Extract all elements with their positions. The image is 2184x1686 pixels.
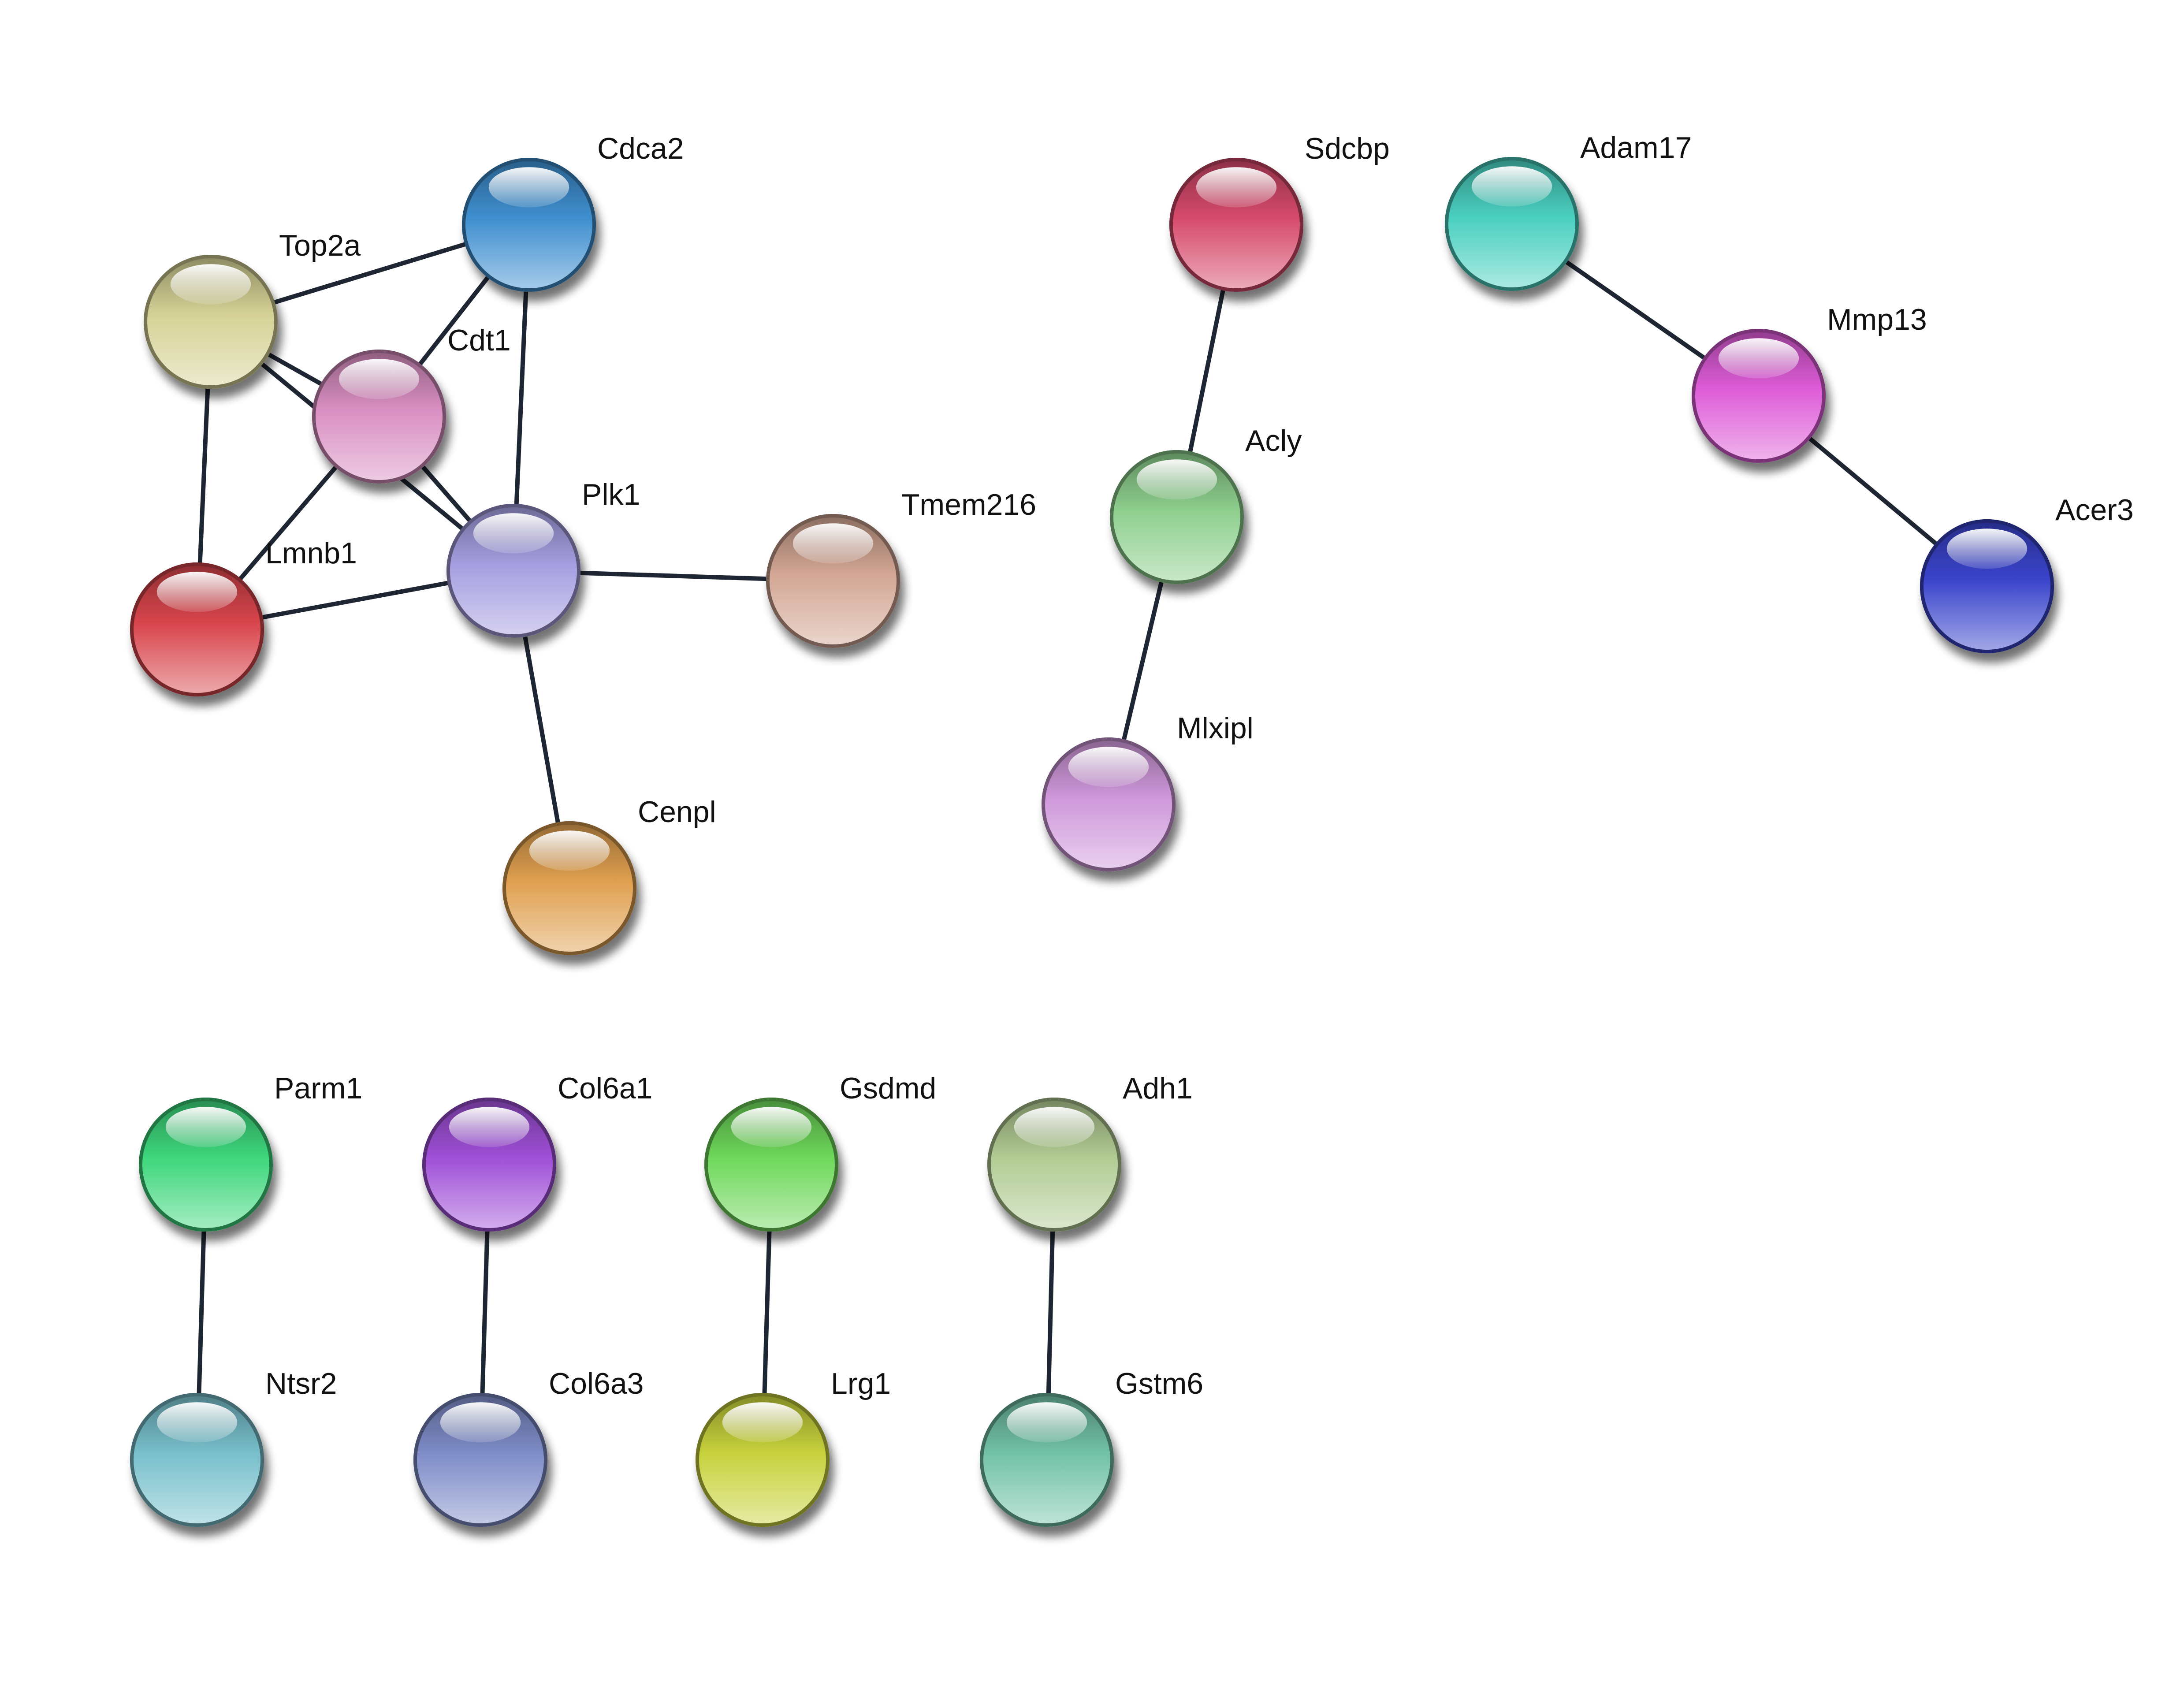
node-highlight <box>156 1402 238 1443</box>
node-parm1[interactable]: Parm1 <box>139 1072 362 1232</box>
node-label: Top2a <box>279 229 361 262</box>
node-label: Col6a1 <box>558 1072 653 1105</box>
node-rim <box>139 1098 273 1232</box>
node-label: Adam17 <box>1580 131 1692 164</box>
node-cdca2[interactable]: Cdca2 <box>462 132 684 292</box>
node-rim <box>1445 157 1579 291</box>
node-highlight <box>792 523 874 564</box>
node-label: Plk1 <box>582 478 640 511</box>
node-label: Acly <box>1245 424 1302 458</box>
node-rim <box>980 1393 1114 1527</box>
node-rim <box>1920 519 2054 653</box>
node-label: Col6a3 <box>549 1367 644 1400</box>
node-label: Mlxipl <box>1177 711 1254 745</box>
node-label: Sdcbp <box>1305 132 1390 165</box>
node-highlight <box>1006 1402 1087 1443</box>
node-adh1[interactable]: Adh1 <box>987 1072 1193 1232</box>
node-mmp13[interactable]: Mmp13 <box>1692 303 1927 463</box>
node-label: Adh1 <box>1123 1072 1193 1105</box>
node-acly[interactable]: Acly <box>1110 424 1302 584</box>
node-rim <box>1692 329 1826 463</box>
node-highlight <box>488 167 569 208</box>
node-highlight <box>339 359 420 399</box>
node-highlight <box>473 513 554 554</box>
node-highlight <box>1136 459 1217 500</box>
node-col6a3[interactable]: Col6a3 <box>413 1367 644 1527</box>
node-label: Mmp13 <box>1827 303 1927 336</box>
node-rim <box>1110 450 1244 584</box>
node-highlight <box>1718 338 1799 379</box>
node-label: Cdca2 <box>597 132 684 165</box>
node-rim <box>1169 158 1303 292</box>
node-highlight <box>1471 166 1552 207</box>
node-plk1[interactable]: Plk1 <box>446 478 640 638</box>
node-lmnb1[interactable]: Lmnb1 <box>130 536 357 696</box>
node-label: Gstm6 <box>1115 1367 1203 1400</box>
node-label: Cenpl <box>638 795 716 829</box>
node-label: Acer3 <box>2055 493 2134 527</box>
node-cdt1[interactable]: Cdt1 <box>312 324 511 484</box>
node-highlight <box>449 1107 530 1147</box>
node-rim <box>130 562 264 696</box>
node-gstm6[interactable]: Gstm6 <box>980 1367 1203 1527</box>
node-highlight <box>440 1402 521 1443</box>
node-highlight <box>1946 529 2028 569</box>
node-adam17[interactable]: Adam17 <box>1445 131 1692 291</box>
node-tmem216[interactable]: Tmem216 <box>766 488 1036 648</box>
node-highlight <box>170 264 251 305</box>
node-gsdmd[interactable]: Gsdmd <box>704 1072 936 1232</box>
node-mlxipl[interactable]: Mlxipl <box>1042 711 1254 871</box>
node-rim <box>502 821 636 955</box>
node-sdcbp[interactable]: Sdcbp <box>1169 132 1390 292</box>
node-top2a[interactable]: Top2a <box>144 229 361 389</box>
node-highlight <box>165 1107 246 1147</box>
node-rim <box>422 1098 556 1232</box>
node-label: Gsdmd <box>840 1072 936 1105</box>
node-label: Lrg1 <box>831 1367 891 1400</box>
node-rim <box>413 1393 547 1527</box>
node-rim <box>446 504 580 638</box>
node-rim <box>704 1098 838 1232</box>
node-label: Ntsr2 <box>265 1367 337 1400</box>
node-label: Lmnb1 <box>265 536 357 570</box>
node-rim <box>987 1098 1121 1232</box>
node-highlight <box>1014 1107 1095 1147</box>
node-col6a1[interactable]: Col6a1 <box>422 1072 653 1232</box>
node-rim <box>144 255 278 389</box>
node-rim <box>696 1393 830 1527</box>
node-label: Parm1 <box>274 1072 362 1105</box>
node-label: Tmem216 <box>901 488 1036 521</box>
node-label: Cdt1 <box>447 324 511 357</box>
node-ntsr2[interactable]: Ntsr2 <box>130 1367 337 1527</box>
node-highlight <box>731 1107 812 1147</box>
node-highlight <box>722 1402 803 1443</box>
node-rim <box>462 158 596 292</box>
node-acer3[interactable]: Acer3 <box>1920 493 2134 653</box>
node-rim <box>312 350 446 484</box>
node-rim <box>766 514 900 648</box>
node-highlight <box>529 830 610 871</box>
node-rim <box>130 1393 264 1527</box>
node-highlight <box>1196 167 1277 208</box>
node-cenpl[interactable]: Cenpl <box>502 795 716 955</box>
node-rim <box>1042 737 1176 871</box>
node-lrg1[interactable]: Lrg1 <box>696 1367 891 1527</box>
node-highlight <box>156 572 238 612</box>
node-highlight <box>1068 747 1149 787</box>
